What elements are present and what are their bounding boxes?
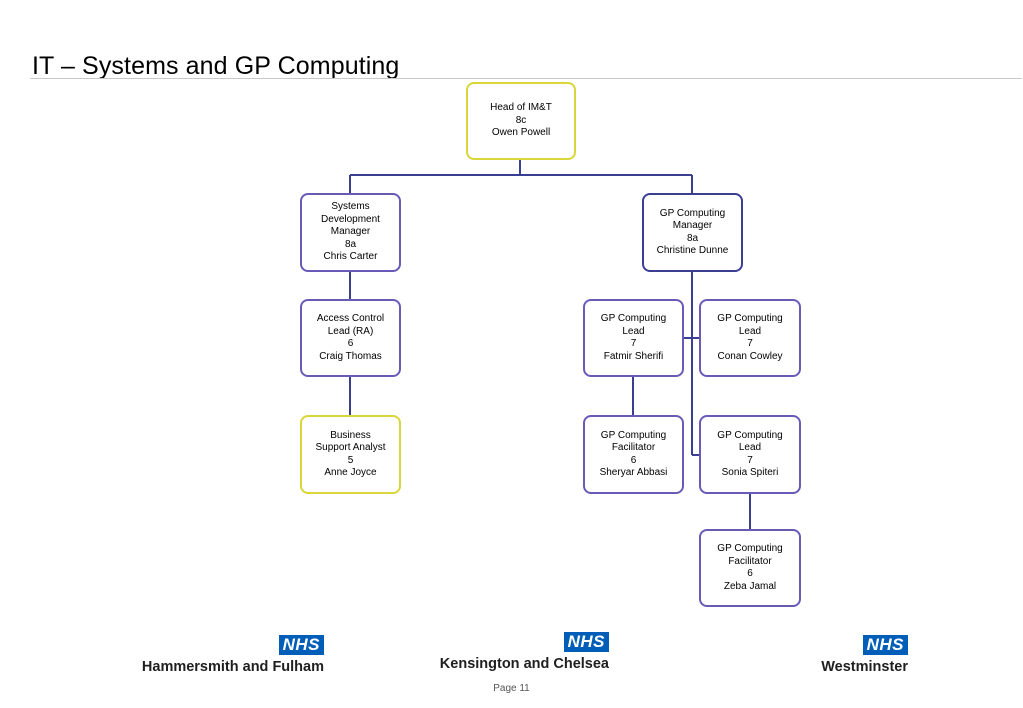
page-title: IT – Systems and GP Computing [32, 52, 400, 80]
node-role-line: Lead [738, 325, 762, 337]
node-name: Chris Carter [323, 251, 378, 263]
node-role-line: Access Control [316, 313, 385, 324]
org-node-gp-computing-lead-conan-cowley: GP Computing Lead 7 Conan Cowley [699, 299, 801, 377]
nhs-logo-westminster: NHS Westminster [821, 635, 908, 676]
node-role: Head of IM&T [490, 102, 552, 114]
org-node-gp-computing-manager: GP Computing Manager 8a Christine Dunne [642, 193, 743, 272]
node-name: Conan Cowley [717, 350, 783, 362]
node-role-line: Manager [672, 220, 713, 231]
org-node-gp-computing-facilitator-sheryar-abbasi: GP Computing Facilitator 6 Sheryar Abbas… [583, 415, 684, 494]
node-role-line: Support Analyst [315, 442, 386, 453]
trust-name: Westminster [821, 659, 908, 675]
node-name: Owen Powell [491, 127, 551, 139]
node-band: 6 [347, 338, 354, 349]
trust-name: Hammersmith and Fulham [141, 659, 324, 675]
node-role-line: GP Computing [717, 543, 783, 554]
nhs-logo-hammersmith-and-fulham: NHS Hammersmith and Fulham [142, 635, 324, 676]
node-name: Christine Dunne [656, 245, 729, 256]
org-node-gp-computing-facilitator-zeba-jamal: GP Computing Facilitator 6 Zeba Jamal [699, 529, 801, 607]
node-name: Anne Joyce [324, 467, 377, 478]
node-band: 6 [747, 568, 753, 579]
node-band: 5 [347, 454, 354, 466]
node-role-line: GP Computing [600, 429, 667, 441]
node-role-line: Facilitator [611, 442, 656, 453]
org-node-business-support-analyst: Business Support Analyst 5 Anne Joyce [300, 415, 401, 494]
node-role-line: Systems [331, 201, 370, 213]
node-band: 8c [515, 114, 527, 126]
org-node-head-of-imt: Head of IM&T 8c Owen Powell [466, 82, 576, 160]
node-band: 7 [747, 338, 753, 349]
node-name: Sheryar Abbasi [599, 467, 668, 478]
nhs-logo-kensington-and-chelsea: NHS Kensington and Chelsea [440, 632, 609, 673]
node-role-line: Manager [330, 226, 371, 238]
node-role-line: GP Computing [600, 313, 667, 324]
node-role-line: Development [321, 213, 380, 225]
node-role-line: GP Computing [659, 207, 726, 219]
title-divider [30, 78, 1022, 79]
org-node-gp-computing-lead-fatmir-sherifi: GP Computing Lead 7 Fatmir Sherifi [583, 299, 684, 377]
node-band: 7 [747, 454, 753, 466]
node-name: Zeba Jamal [723, 580, 777, 592]
node-role-line: GP Computing [717, 313, 783, 324]
nhs-badge: NHS [862, 635, 908, 655]
node-role-line: Lead [622, 325, 645, 337]
node-role-line: GP Computing [717, 429, 783, 441]
node-band: 6 [630, 454, 637, 466]
nhs-badge: NHS [278, 635, 324, 655]
node-band: 7 [630, 338, 637, 349]
node-role-line: Lead [738, 442, 762, 453]
org-node-access-control-lead: Access Control Lead (RA) 6 Craig Thomas [300, 299, 401, 377]
node-role-line: Business [330, 429, 371, 441]
org-node-gp-computing-lead-sonia-spiteri: GP Computing Lead 7 Sonia Spiteri [699, 415, 801, 494]
trust-name: Kensington and Chelsea [439, 656, 609, 672]
org-node-systems-development-manager: Systems Development Manager 8a Chris Car… [300, 193, 401, 272]
node-name: Sonia Spiteri [721, 467, 779, 478]
page-number: Page 11 [493, 683, 530, 694]
node-band: 8a [686, 232, 699, 244]
node-name: Fatmir Sherifi [603, 350, 664, 362]
node-name: Craig Thomas [319, 350, 382, 362]
node-role-line: Facilitator [728, 555, 772, 567]
node-role-line: Lead (RA) [327, 325, 374, 337]
node-band: 8a [344, 238, 357, 250]
nhs-badge: NHS [563, 632, 609, 652]
